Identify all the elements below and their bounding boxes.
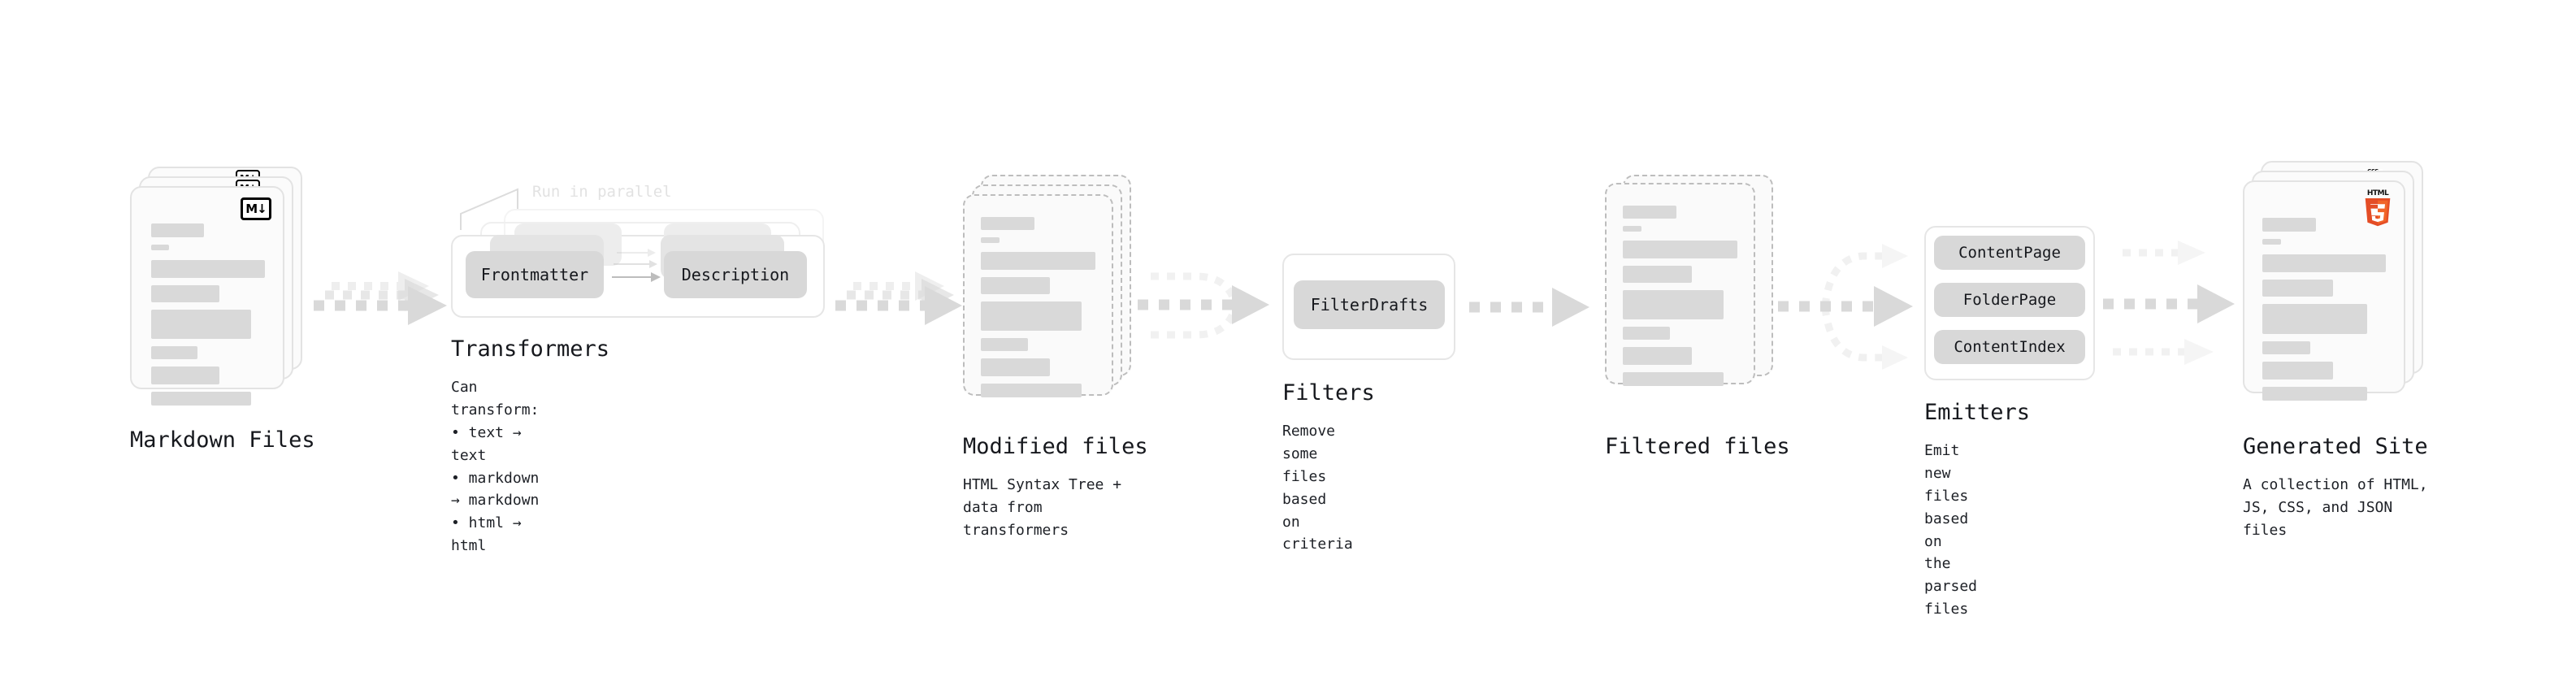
- modified-sheet-front: [963, 194, 1113, 397]
- stage-subtitle-generated-site: A collection of HTML, JS, CSS, and JSON …: [2243, 476, 2428, 539]
- arrow-emitters-to-site: [2103, 234, 2253, 380]
- document-content-lines: [151, 223, 265, 413]
- stage-title-markdown-files: Markdown Files: [130, 427, 315, 453]
- stage-markdown-files: M↓ M↓ M↓: [130, 167, 315, 452]
- markdown-file-stack: M↓ M↓ M↓: [130, 167, 309, 419]
- markdown-sheet-front: M↓: [130, 186, 284, 406]
- document-content-lines: [981, 217, 1095, 405]
- chip-filterdrafts[interactable]: FilterDrafts: [1294, 280, 1445, 329]
- stage-generated-site: CSS HTML: [2243, 161, 2430, 539]
- site-sheet-front: HTML: [2243, 180, 2405, 401]
- arrow-filtered-to-emitters: [1778, 236, 1928, 378]
- chip-contentpage[interactable]: ContentPage: [1934, 236, 2085, 270]
- stage-title-filters: Filters: [1282, 380, 1375, 406]
- chip-frontmatter[interactable]: Frontmatter: [466, 251, 604, 298]
- stage-subtitle-transformers: Can transform: • text → text • markdown …: [451, 379, 540, 555]
- markdown-badge-front: M↓: [241, 197, 271, 220]
- stage-title-generated-site: Generated Site: [2243, 434, 2428, 459]
- document-content-lines: [2262, 218, 2386, 408]
- run-in-parallel-pointer: [459, 183, 540, 233]
- markdown-badge-icon: M↓: [241, 197, 271, 220]
- stage-subtitle-emitters: Emit new files based on the parsed files: [1924, 442, 1978, 618]
- modified-file-stack: [963, 175, 1142, 419]
- filtered-sheet-front: [1605, 183, 1755, 386]
- arrow-filters-to-filtered: [1469, 283, 1603, 332]
- html5-badge: HTML: [2361, 190, 2394, 228]
- stage-subtitle-filters: Remove some files based on criteria: [1282, 423, 1353, 553]
- generated-site-stack: CSS HTML: [2243, 161, 2430, 429]
- stage-title-filtered-files: Filtered files: [1605, 434, 1790, 459]
- chip-contentindex[interactable]: ContentIndex: [1934, 330, 2085, 364]
- arrow-transformers-to-modified: [830, 268, 977, 333]
- chip-description[interactable]: Description: [664, 251, 807, 298]
- stage-modified-files: Modified files HTML Syntax Tree + data f…: [963, 175, 1148, 539]
- stage-subtitle-modified-files: HTML Syntax Tree + data from transformer…: [963, 476, 1122, 539]
- stage-title-modified-files: Modified files: [963, 434, 1148, 459]
- stage-filtered-files: Filtered files: [1605, 175, 1790, 458]
- run-in-parallel-label: Run in parallel: [532, 183, 672, 201]
- html5-icon: HTML: [2361, 190, 2394, 228]
- arrow-markdown-to-transformers: [307, 268, 462, 333]
- stage-title-emitters: Emitters: [1924, 400, 2031, 425]
- filtered-file-stack: [1605, 175, 1784, 419]
- transformer-internal-arrows: [612, 246, 662, 295]
- chip-folderpage[interactable]: FolderPage: [1934, 283, 2085, 317]
- document-content-lines: [1623, 206, 1737, 393]
- stage-title-transformers: Transformers: [451, 336, 610, 362]
- arrow-modified-to-filters: [1138, 258, 1288, 352]
